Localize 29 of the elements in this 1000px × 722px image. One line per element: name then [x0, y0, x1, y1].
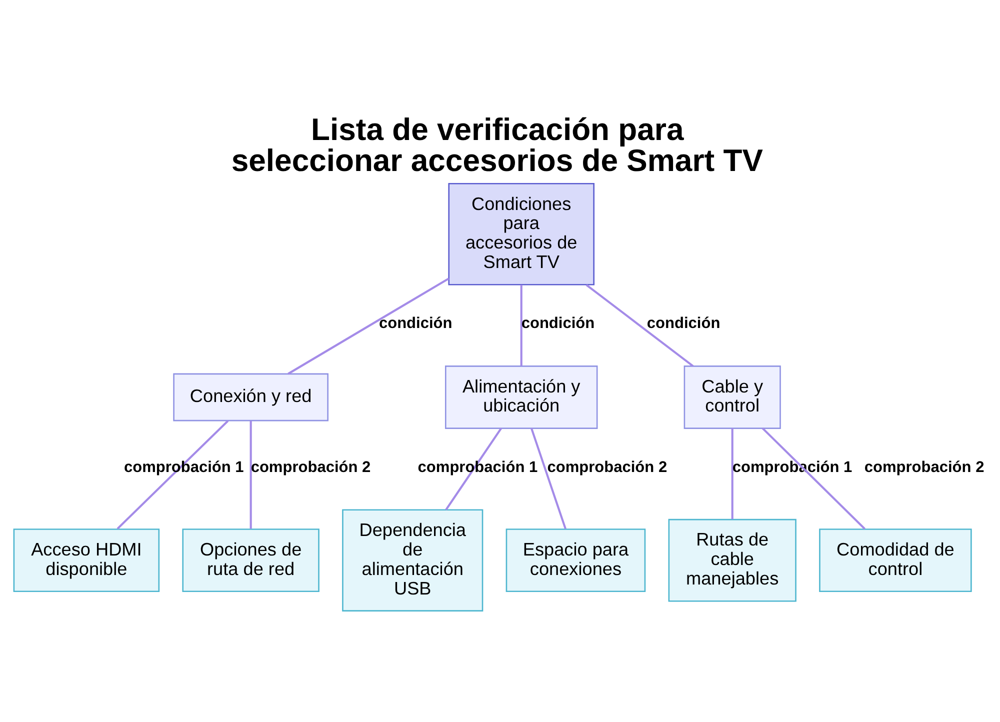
edge-label: comprobación 2	[547, 458, 668, 476]
node-box: Rutas de cable manejables	[668, 518, 796, 602]
connector	[520, 284, 522, 366]
edge-label: condición	[646, 315, 720, 332]
node-box: Alimentación y ubicación	[444, 366, 598, 429]
connector	[530, 428, 566, 530]
connector	[250, 420, 252, 529]
node-box: Espacio para conexiones	[506, 528, 646, 592]
edge-label: comprobación 1	[418, 458, 538, 476]
connector	[288, 278, 450, 375]
node-box: Condiciones para accesorios de Smart TV	[448, 183, 594, 286]
connector	[762, 428, 866, 530]
node-box: Comodidad de control	[819, 528, 972, 592]
connector	[586, 284, 694, 367]
edge-label: comprobación 1	[124, 458, 244, 476]
node-box: Cable y control	[684, 366, 781, 429]
node-box: Dependencia de alimentación USB	[342, 509, 484, 612]
connector	[731, 428, 734, 520]
node-box: Conexión y red	[173, 373, 328, 422]
connector	[116, 420, 229, 530]
connector	[445, 428, 502, 510]
node-box: Opciones de ruta de red	[182, 528, 320, 592]
edge-label: comprobación 2	[250, 458, 371, 476]
edge-label: condición	[521, 315, 595, 332]
edge-label: comprobación 2	[864, 458, 984, 476]
edge-label: comprobación 1	[732, 458, 852, 476]
node-box: Acceso HDMI disponible	[13, 528, 160, 592]
edge-label: condición	[378, 315, 452, 332]
diagram-title: Lista de verificación para seleccionar accesorios de Smart TV	[231, 112, 763, 178]
